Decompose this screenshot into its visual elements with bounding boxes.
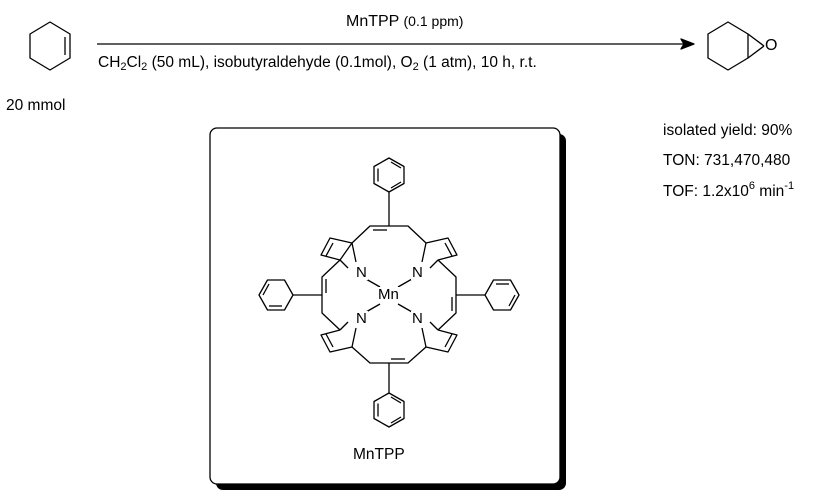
right-phenyl-ring [484,279,520,311]
catalyst-label: MnTPP (0.1 ppm) [346,14,463,30]
epoxide-structure [707,21,765,71]
catalyst-box [209,127,561,485]
porphyrin-structure [258,157,520,428]
tof-unit: min [755,183,785,200]
tof-prefix: TOF: 1.2x10 [663,183,749,200]
epoxide-oxygen-label: O [765,37,778,54]
ton-value: TON: 731,470,480 [663,152,791,169]
substrate-amount: 20 mmol [6,97,66,114]
conditions-main: (50 mL), isobutyraldehyde (0.1mol), O [147,54,413,71]
solvent-sub-a: 2 [120,61,127,73]
catalyst-loading: (0.1 ppm) [403,13,464,29]
catalyst-name: MnTPP [346,13,400,30]
solvent-sub-b: 2 [141,61,148,73]
nitrogen-label-lr: N [411,310,424,327]
bottom-phenyl-ring [373,392,405,428]
solvent-part-a: CH [98,54,121,71]
catalyst-caption: MnTPP [353,446,405,463]
nitrogen-label-ll: N [355,310,368,327]
nitrogen-label-ul: N [355,264,368,281]
oxygen-sub: 2 [412,61,419,73]
tof-unit-exponent: -1 [784,180,795,192]
solvent-part-b: Cl [126,54,142,71]
tof-exponent: 6 [748,180,755,192]
nitrogen-label-ur: N [411,264,424,281]
conditions-tail: (1 atm), 10 h, r.t. [418,54,537,71]
left-phenyl-ring [258,279,294,311]
reaction-arrow [97,38,695,50]
tof-value: TOF: 1.2x106 min-1 [663,181,794,200]
manganese-label: Mn [377,286,400,303]
isolated-yield: isolated yield: 90% [663,122,793,139]
cyclohexene-structure [29,21,71,71]
reaction-conditions: CH2Cl2 (50 mL), isobutyraldehyde (0.1mol… [98,55,537,73]
